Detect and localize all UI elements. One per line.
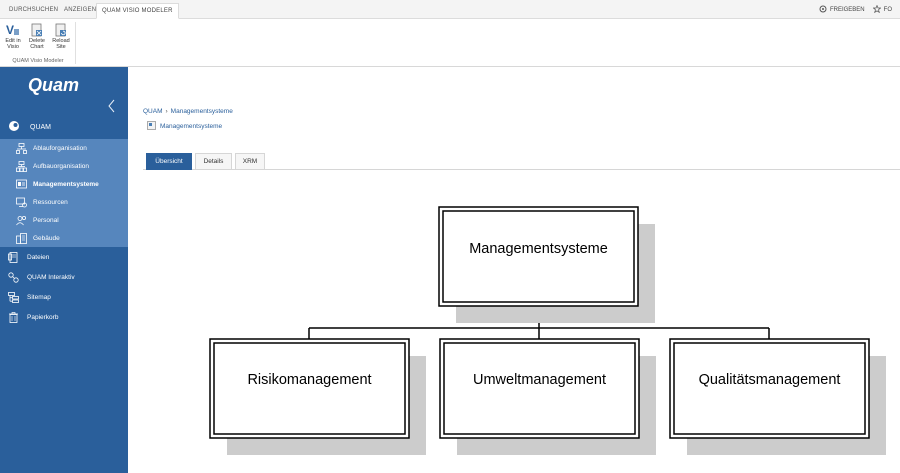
sitemap-icon (8, 291, 20, 303)
org-node-label: Umweltmanagement (473, 372, 606, 388)
tab-xrm[interactable]: XRM (235, 153, 265, 170)
sidebar-item-managementsysteme[interactable]: Managementsysteme (0, 175, 128, 193)
sidebar-item-quam-interaktiv[interactable]: QUAM Interaktiv (0, 267, 128, 287)
org-node-label: Risikomanagement (247, 372, 371, 388)
interactive-icon (8, 271, 20, 283)
sidebar-item-papierkorb[interactable]: Papierkorb (0, 307, 128, 327)
sidebar: Quam QUAM Ablauforganisation Aufbauorgan… (0, 67, 128, 473)
sidebar-subnav: Ablauforganisation Aufbauorganisation Ma… (0, 139, 128, 247)
trash-icon (8, 311, 20, 323)
sidebar-item-label: Ressourcen (33, 198, 68, 206)
org-node-label: Managementsysteme (469, 241, 608, 257)
breadcrumb-current[interactable]: Managementsysteme (170, 108, 233, 115)
edit-in-visio-button[interactable]: V Edit in Visio (2, 23, 24, 50)
follow-button[interactable]: FO (872, 4, 892, 15)
share-button[interactable]: FREIGEBEN (819, 5, 865, 15)
sidebar-item-label: Gebäude (33, 234, 60, 242)
delete-chart-label-2: Chart (30, 44, 44, 50)
sidebar-item-label: Managementsysteme (33, 180, 99, 188)
share-icon (819, 5, 827, 15)
quam-logo[interactable]: Quam (28, 75, 80, 95)
sidebar-item-ablauforganisation[interactable]: Ablauforganisation (0, 139, 128, 157)
reload-site-label-1: Reload (52, 38, 70, 44)
visio-icon: V (6, 23, 20, 37)
sidebar-item-label: QUAM (30, 123, 51, 131)
delete-chart-button[interactable]: Delete Chart (26, 23, 48, 50)
edit-in-visio-label-1: Edit in (5, 38, 21, 44)
sidebar-item-aufbauorganisation[interactable]: Aufbauorganisation (0, 157, 128, 175)
building-icon (16, 232, 28, 244)
star-icon (872, 4, 882, 15)
sidebar-item-label: Aufbauorganisation (33, 162, 90, 170)
sidebar-item-label: Personal (33, 216, 59, 224)
sidebar-item-label: Sitemap (27, 293, 51, 301)
follow-label: FO (883, 7, 892, 13)
org-node-managementsysteme[interactable]: Managementsysteme (438, 206, 655, 323)
org-chart-icon (16, 160, 28, 172)
tab-quam-visio-modeler[interactable]: QUAM VISIO MODELER (96, 3, 179, 19)
management-icon (16, 179, 28, 190)
page-icon (147, 121, 156, 132)
delete-chart-icon (30, 23, 44, 37)
collapse-sidebar-icon[interactable] (108, 99, 116, 116)
svg-text:V: V (6, 23, 14, 37)
delete-chart-label-1: Delete (29, 38, 45, 44)
sidebar-item-label: QUAM Interaktiv (27, 273, 75, 281)
org-node-qualitaetsmanagement[interactable]: Qualitätsmanagement (669, 338, 886, 455)
org-node-umweltmanagement[interactable]: Umweltmanagement (439, 338, 656, 455)
ribbon-separator (75, 22, 76, 64)
tab-durchsuchen[interactable]: DURCHSUCHEN (9, 7, 59, 13)
share-label: FREIGEBEN (829, 7, 865, 13)
ribbon: V Edit in Visio Delete Chart Reload Site… (0, 19, 900, 67)
reload-site-button[interactable]: Reload Site (50, 23, 72, 50)
sidebar-item-personal[interactable]: Personal (0, 211, 128, 229)
quam-icon (8, 120, 20, 134)
org-node-label: Qualitätsmanagement (699, 372, 841, 388)
page-title: Managementsysteme (147, 121, 222, 132)
sidebar-item-sitemap[interactable]: Sitemap (0, 287, 128, 307)
sidebar-item-quam[interactable]: QUAM (0, 117, 128, 137)
files-icon (8, 251, 20, 263)
sidebar-item-label: Dateien (27, 253, 50, 261)
edit-in-visio-label-2: Visio (7, 44, 19, 50)
breadcrumb: QUAM›Managementsysteme (143, 108, 233, 115)
tab-uebersicht[interactable]: Übersicht (146, 153, 192, 170)
breadcrumb-root[interactable]: QUAM (143, 108, 163, 115)
tab-anzeigen[interactable]: ANZEIGEN (64, 7, 97, 13)
resources-icon (16, 197, 28, 208)
reload-site-icon (54, 23, 68, 37)
ribbon-group-label: QUAM Visio Modeler (12, 58, 64, 64)
tab-details[interactable]: Details (195, 153, 232, 170)
process-icon (16, 142, 28, 154)
sidebar-item-dateien[interactable]: Dateien (0, 247, 128, 267)
org-node-risikomanagement[interactable]: Risikomanagement (209, 338, 426, 455)
people-icon (16, 215, 28, 226)
top-right-actions: FREIGEBEN FO (819, 4, 900, 15)
sidebar-item-gebaeude[interactable]: Gebäude (0, 229, 128, 247)
sidebar-item-label: Ablauforganisation (33, 144, 87, 152)
reload-site-label-2: Site (56, 44, 66, 50)
ribbon-tab-bar: DURCHSUCHEN ANZEIGEN QUAM VISIO MODELER … (0, 0, 900, 19)
page-title-label[interactable]: Managementsysteme (160, 123, 223, 130)
sidebar-item-ressourcen[interactable]: Ressourcen (0, 193, 128, 211)
sidebar-item-label: Papierkorb (27, 313, 59, 321)
content-tabs: Übersicht Details XRM (143, 153, 900, 170)
chevron-right-icon: › (165, 108, 168, 115)
